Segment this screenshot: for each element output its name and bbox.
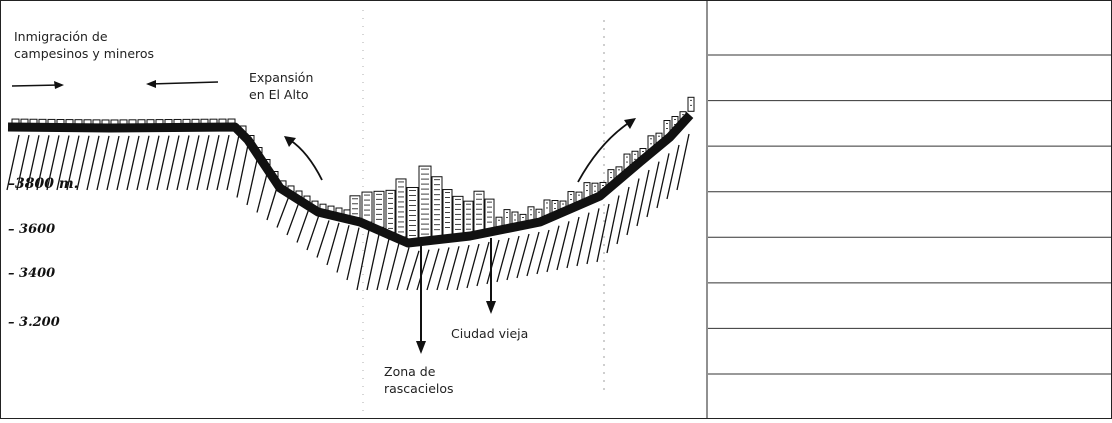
- building: [484, 198, 495, 230]
- hatch-stroke: [176, 135, 190, 191]
- hatch-stroke: [6, 134, 20, 191]
- hatch-stroke: [236, 139, 250, 198]
- hatch-stroke: [616, 186, 630, 245]
- building: [395, 178, 407, 238]
- hatch-stroke: [626, 178, 640, 236]
- hatch-stroke: [516, 233, 530, 279]
- hatch-stroke: [486, 239, 500, 285]
- hatch-stroke: [636, 169, 650, 227]
- old-city-arrow: [486, 238, 496, 314]
- terrain-profile: [7, 111, 694, 248]
- hatch-stroke: [456, 244, 470, 291]
- hatch-stroke: [116, 135, 130, 191]
- hatch-stroke: [666, 144, 680, 200]
- hatch-stroke: [166, 135, 180, 191]
- hatch-stroke: [586, 208, 600, 265]
- skyscraper-zone-arrow: [416, 245, 426, 354]
- ruled-lines: [708, 54, 1111, 375]
- hatch-stroke: [466, 243, 480, 289]
- hatch-stroke: [66, 135, 80, 191]
- hatch-stroke: [356, 229, 370, 291]
- hatch-stroke: [476, 241, 490, 287]
- old-city-label: Ciudad vieja: [451, 326, 529, 341]
- hatch-stroke: [26, 135, 40, 191]
- hatch-stroke: [606, 195, 620, 254]
- hatch-stroke: [106, 135, 120, 191]
- hatch-stroke: [76, 135, 90, 191]
- hatch-stroke: [126, 135, 140, 191]
- hatch-stroke: [526, 231, 540, 277]
- migration-label: Inmigración de campesinos y mineros: [14, 29, 155, 61]
- hatch-stroke: [426, 248, 440, 291]
- migration-arrow-left: [146, 80, 219, 88]
- elevation-3200: – 3.200: [8, 315, 60, 330]
- building: [385, 189, 396, 233]
- hatch-stroke: [136, 135, 150, 191]
- hatch-stroke: [496, 237, 510, 283]
- hatch-stroke: [406, 250, 420, 291]
- hatch-stroke: [416, 249, 430, 291]
- elevation-3600: – 3600: [8, 222, 56, 237]
- hatch-stroke: [186, 135, 200, 191]
- hatch-stroke: [296, 208, 310, 243]
- hatch-stroke: [96, 135, 110, 191]
- hatch-stroke: [276, 195, 290, 228]
- building: [527, 206, 535, 222]
- building: [687, 96, 695, 112]
- building: [463, 200, 474, 234]
- hatch-stroke: [536, 229, 550, 275]
- hatch-stroke: [676, 133, 690, 191]
- hatch-stroke: [156, 135, 170, 191]
- hatch-stroke: [216, 134, 230, 191]
- hatch-stroke: [596, 203, 610, 263]
- elevation-3400: – 3400: [8, 266, 56, 281]
- hatch-stroke: [326, 222, 340, 266]
- hatch-stroke: [286, 202, 300, 236]
- upslope-arrow: [577, 118, 636, 183]
- hatch-stroke: [46, 135, 60, 191]
- hatch-stroke: [376, 238, 390, 291]
- hatch-stroke: [506, 235, 520, 281]
- hatch-stroke: [546, 225, 560, 273]
- building: [452, 195, 464, 235]
- hatch-stroke: [346, 227, 360, 281]
- terrain-hatching: [6, 133, 690, 291]
- skyscraper-zone-label: Zona de rascacielos: [384, 364, 454, 396]
- elevation-3800: –3800 m.: [8, 176, 79, 192]
- hatch-stroke: [196, 135, 210, 191]
- hatch-stroke: [366, 234, 380, 291]
- hatch-stroke: [576, 212, 590, 267]
- hatch-stroke: [656, 153, 670, 209]
- hatch-stroke: [206, 135, 220, 191]
- hatch-stroke: [436, 247, 450, 291]
- hatch-stroke: [86, 135, 100, 191]
- city-silhouette: [11, 96, 695, 240]
- hatch-stroke: [16, 134, 30, 191]
- hatch-stroke: [306, 214, 320, 251]
- expansion-label: Expansión en El Alto: [249, 70, 314, 102]
- hatch-stroke: [556, 221, 570, 271]
- hatch-stroke: [36, 135, 50, 191]
- hatch-stroke: [446, 246, 460, 291]
- expansion-arrow: [284, 136, 323, 181]
- hatch-stroke: [316, 220, 330, 258]
- hatch-stroke: [396, 247, 410, 291]
- building: [473, 190, 485, 232]
- hatch-stroke: [386, 242, 400, 291]
- building: [361, 191, 373, 223]
- building: [431, 176, 443, 238]
- hatch-stroke: [146, 135, 160, 191]
- migration-arrow-right: [11, 81, 64, 89]
- hatch-stroke: [566, 216, 580, 269]
- hatch-stroke: [56, 135, 70, 191]
- hatch-stroke: [646, 161, 660, 218]
- building: [418, 165, 432, 239]
- hatch-stroke: [336, 225, 350, 273]
- hatch-stroke: [226, 134, 240, 191]
